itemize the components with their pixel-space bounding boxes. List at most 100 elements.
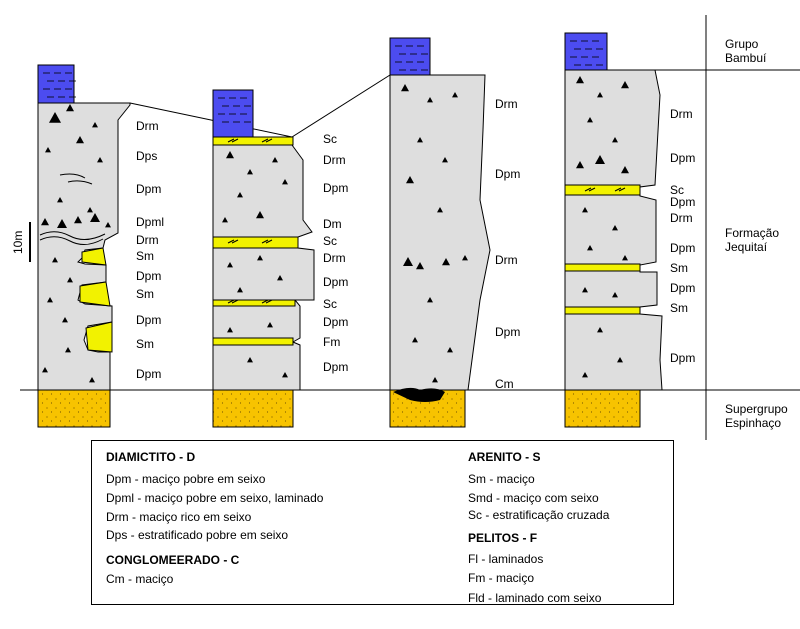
legend-box: DIAMICTITO - D Dpm - maciço pobre em sei… bbox=[91, 440, 674, 605]
facies-label: Drm bbox=[136, 233, 159, 247]
legend-item: Dpml - maciço pobre em seixo, laminado bbox=[106, 491, 324, 505]
facies-label: Sc bbox=[323, 132, 337, 146]
triangle-clast-icon bbox=[45, 147, 51, 153]
conglomerate-lens bbox=[393, 387, 445, 402]
triangle-clast-icon bbox=[401, 84, 409, 92]
triangle-clast-icon bbox=[222, 217, 228, 223]
sandstone-bed bbox=[564, 263, 641, 272]
triangle-clast-icon bbox=[62, 317, 68, 323]
facies-label: Drm bbox=[323, 153, 346, 167]
facies-label: Fm bbox=[323, 335, 340, 349]
facies-label: Sm bbox=[136, 287, 154, 301]
triangle-clast-icon bbox=[417, 137, 423, 143]
column-2 bbox=[212, 89, 315, 391]
triangle-clast-icon bbox=[427, 297, 433, 303]
sandstone-lens bbox=[85, 321, 113, 353]
water-block bbox=[212, 89, 254, 138]
legend-item: Drm - maciço rico em seixo bbox=[106, 510, 252, 524]
triangle-clast-icon bbox=[403, 257, 413, 266]
facies-label: Sc bbox=[670, 183, 684, 197]
cross-bedding-marks bbox=[227, 138, 626, 304]
legend-item: Dps - estratificado pobre em seixo bbox=[106, 528, 289, 542]
triangle-clast-icon bbox=[41, 218, 49, 226]
triangle-clast-icon bbox=[452, 92, 458, 98]
facies-label: Dpm bbox=[670, 195, 695, 209]
triangle-clast-icon bbox=[42, 367, 48, 373]
triangle-clast-icon bbox=[576, 76, 584, 84]
legend-diamictito-title: DIAMICTITO - D bbox=[106, 450, 196, 464]
legend-item: Fl - laminados bbox=[468, 552, 544, 566]
water-wave-icon bbox=[395, 45, 428, 71]
legend-item: Fm - maciço bbox=[468, 571, 534, 585]
facies-label: Cm bbox=[495, 377, 514, 391]
triangle-clast-icon bbox=[432, 377, 438, 383]
water-block bbox=[389, 37, 431, 76]
legend-item: Cm - maciço bbox=[106, 572, 174, 586]
triangle-clast-icon bbox=[237, 287, 243, 293]
triangle-clast-icon bbox=[90, 213, 100, 222]
triangle-clast-icon bbox=[621, 166, 629, 174]
diamictite-body bbox=[212, 136, 315, 391]
lamination-line bbox=[59, 173, 86, 179]
triangle-clast-icon bbox=[612, 225, 618, 231]
facies-label: Sm bbox=[136, 249, 154, 263]
triangle-clast-icon bbox=[57, 219, 67, 228]
triangle-clast-icon bbox=[416, 262, 424, 270]
sandstone-lens bbox=[81, 247, 107, 266]
legend-pelitos-title: PELITOS - F bbox=[468, 531, 538, 545]
triangle-clast-icon bbox=[277, 275, 283, 281]
facies-label: Drm bbox=[136, 119, 159, 133]
sandstone-bed bbox=[212, 236, 299, 249]
facies-label: Drm bbox=[670, 107, 693, 121]
basement-block bbox=[37, 389, 111, 428]
triangle-clast-icon bbox=[406, 176, 414, 184]
triangle-clast-icon bbox=[67, 277, 73, 283]
facies-label: Drm bbox=[495, 253, 518, 267]
triangle-clast-icon bbox=[582, 372, 588, 378]
facies-label: Dm bbox=[323, 217, 342, 231]
triangle-clast-icon bbox=[105, 222, 111, 228]
facies-label: Dpm bbox=[136, 269, 161, 283]
triangle-clast-icon bbox=[76, 136, 84, 144]
triangle-clast-icon bbox=[427, 97, 433, 103]
triangle-clast-icon bbox=[447, 347, 453, 353]
basement-block bbox=[212, 389, 294, 428]
triangle-clast-icon bbox=[462, 255, 468, 261]
triangle-clast-icon bbox=[282, 179, 288, 185]
facies-label: Dpm bbox=[323, 181, 348, 195]
legend-arenito-title: ARENITO - S bbox=[468, 450, 541, 464]
facies-label: Drm bbox=[670, 211, 693, 225]
legend-item: Sc - estratificação cruzada bbox=[468, 508, 610, 522]
facies-label: Sm bbox=[136, 337, 154, 351]
facies-label: Dpm bbox=[323, 315, 348, 329]
triangle-clast-icon bbox=[437, 207, 443, 213]
triangle-clast-icon bbox=[442, 258, 450, 266]
lamination-line bbox=[39, 236, 104, 245]
lamination-line bbox=[67, 180, 93, 185]
triangle-clast-icon bbox=[617, 357, 623, 363]
triangle-clast-icon bbox=[52, 257, 58, 263]
facies-label: Drm bbox=[495, 97, 518, 111]
basement-block bbox=[564, 389, 641, 428]
legend-item: Fld - laminado com seixo bbox=[468, 591, 602, 605]
triangle-clast-icon bbox=[66, 104, 74, 112]
triangle-clast-icon bbox=[272, 157, 278, 163]
triangle-clast-icon bbox=[92, 122, 98, 128]
facies-label: Dpm bbox=[670, 151, 695, 165]
triangle-clast-icon bbox=[582, 207, 588, 213]
triangle-clast-icon bbox=[576, 161, 584, 169]
water-wave-icon bbox=[218, 97, 251, 123]
triangle-clast-icon bbox=[97, 157, 103, 163]
triangle-clast-icon bbox=[49, 112, 61, 123]
triangle-clast-icon bbox=[227, 327, 233, 333]
triangle-clast-icon bbox=[597, 92, 603, 98]
scale-bar-label: 10m bbox=[11, 231, 25, 254]
sandstone-bed bbox=[564, 184, 641, 196]
triangle-clast-icon bbox=[74, 216, 82, 224]
triangle-clast-icon bbox=[412, 337, 418, 343]
